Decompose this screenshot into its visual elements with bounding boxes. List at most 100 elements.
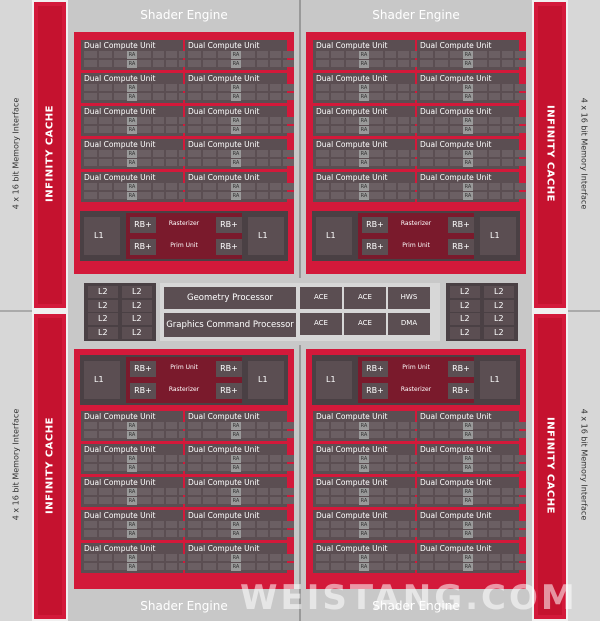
l2-label: L2 — [98, 314, 108, 323]
l1-label: L1 — [326, 375, 336, 384]
ace-label: ACE — [358, 293, 372, 301]
cu-cell — [99, 192, 112, 199]
cu-cell — [515, 554, 526, 561]
cu-cell — [203, 150, 216, 157]
l2-label: L2 — [132, 287, 142, 296]
cu-cell — [331, 497, 344, 504]
unit-label: Rasterizer — [400, 220, 432, 227]
ace-label: HWS — [400, 293, 418, 301]
cu-cell — [476, 521, 487, 528]
memory-interface-label: 4 x 16 bit Memory Interface — [579, 408, 589, 521]
cu-cell — [420, 60, 433, 67]
rb-plus: RB+ — [130, 217, 156, 233]
rb-plus: RB+ — [216, 239, 242, 255]
ra-block: RA — [231, 60, 241, 68]
ra-block: RA — [463, 51, 473, 59]
cu-cell — [502, 183, 513, 190]
cu-cell — [153, 117, 164, 124]
cu-cell — [257, 554, 268, 561]
cu-cell — [244, 422, 255, 429]
dual-compute-unit-label: Dual Compute Unit — [420, 544, 492, 553]
dual-compute-unit-label: Dual Compute Unit — [316, 74, 388, 83]
cu-cell — [502, 51, 513, 58]
cu-cell — [420, 126, 433, 133]
cu-cell — [346, 497, 359, 504]
cu-cell — [372, 431, 383, 438]
cu-cell — [188, 192, 201, 199]
ace-label: ACE — [358, 319, 372, 327]
cu-cell — [411, 84, 422, 91]
cu-cell — [316, 497, 329, 504]
cu-cell — [346, 530, 359, 537]
cu-cell — [411, 530, 422, 537]
cu-cell — [244, 51, 255, 58]
cu-cell — [489, 183, 500, 190]
cu-cell — [84, 422, 97, 429]
cu-cell — [346, 431, 359, 438]
cu-cell — [270, 60, 281, 67]
cu-cell — [489, 455, 500, 462]
ra-block: RA — [359, 159, 369, 167]
l2-slice: L2 — [484, 286, 514, 298]
cu-cell — [476, 530, 487, 537]
cu-cell — [270, 117, 281, 124]
cu-cell — [84, 183, 97, 190]
rb-plus: RB+ — [362, 217, 388, 233]
cu-cell — [489, 51, 500, 58]
cu-cell — [114, 455, 127, 462]
cu-cell — [489, 521, 500, 528]
cu-cell — [515, 60, 526, 67]
cu-cell — [385, 497, 396, 504]
cu-cell — [283, 192, 294, 199]
cu-cell — [316, 51, 329, 58]
cu-cell — [502, 497, 513, 504]
l2-slice: L2 — [450, 299, 480, 312]
ace-label: DMA — [400, 319, 418, 327]
ra-block: RA — [231, 455, 241, 463]
cu-cell — [502, 84, 513, 91]
cu-cell — [515, 521, 526, 528]
cu-cell — [114, 192, 127, 199]
unit-label: Prim Unit — [402, 242, 430, 249]
cu-cell — [244, 464, 255, 471]
cu-cell — [450, 488, 463, 495]
cu-cell — [218, 530, 231, 537]
cu-cell — [84, 84, 97, 91]
cu-cell — [346, 521, 359, 528]
cu-cell — [372, 497, 383, 504]
cu-cell — [515, 530, 526, 537]
cu-cell — [420, 497, 433, 504]
cu-cell — [218, 93, 231, 100]
cu-cell — [153, 150, 164, 157]
cu-cell — [346, 117, 359, 124]
infinity-cache-label: INFINITY CACHE — [544, 105, 556, 202]
cu-cell — [476, 117, 487, 124]
cu-cell — [398, 422, 409, 429]
ra-block: RA — [463, 422, 473, 430]
dual-compute-unit-label: Dual Compute Unit — [188, 478, 260, 487]
l2-slice: L2 — [88, 313, 118, 325]
cu-cell — [283, 84, 294, 91]
l2-slice: L2 — [484, 313, 514, 325]
cu-cell — [179, 126, 190, 133]
cu-cell — [411, 51, 422, 58]
infinity-cache-bl: INFINITY CACHE — [34, 314, 66, 619]
cu-cell — [411, 126, 422, 133]
cu-cell — [411, 422, 422, 429]
cu-cell — [385, 488, 396, 495]
cu-cell — [244, 117, 255, 124]
cu-cell — [502, 464, 513, 471]
cu-cell — [140, 117, 151, 124]
cu-cell — [153, 84, 164, 91]
cu-cell — [140, 126, 151, 133]
cu-cell — [515, 183, 526, 190]
cu-cell — [372, 60, 383, 67]
cu-cell — [99, 563, 112, 570]
cu-cell — [188, 422, 201, 429]
